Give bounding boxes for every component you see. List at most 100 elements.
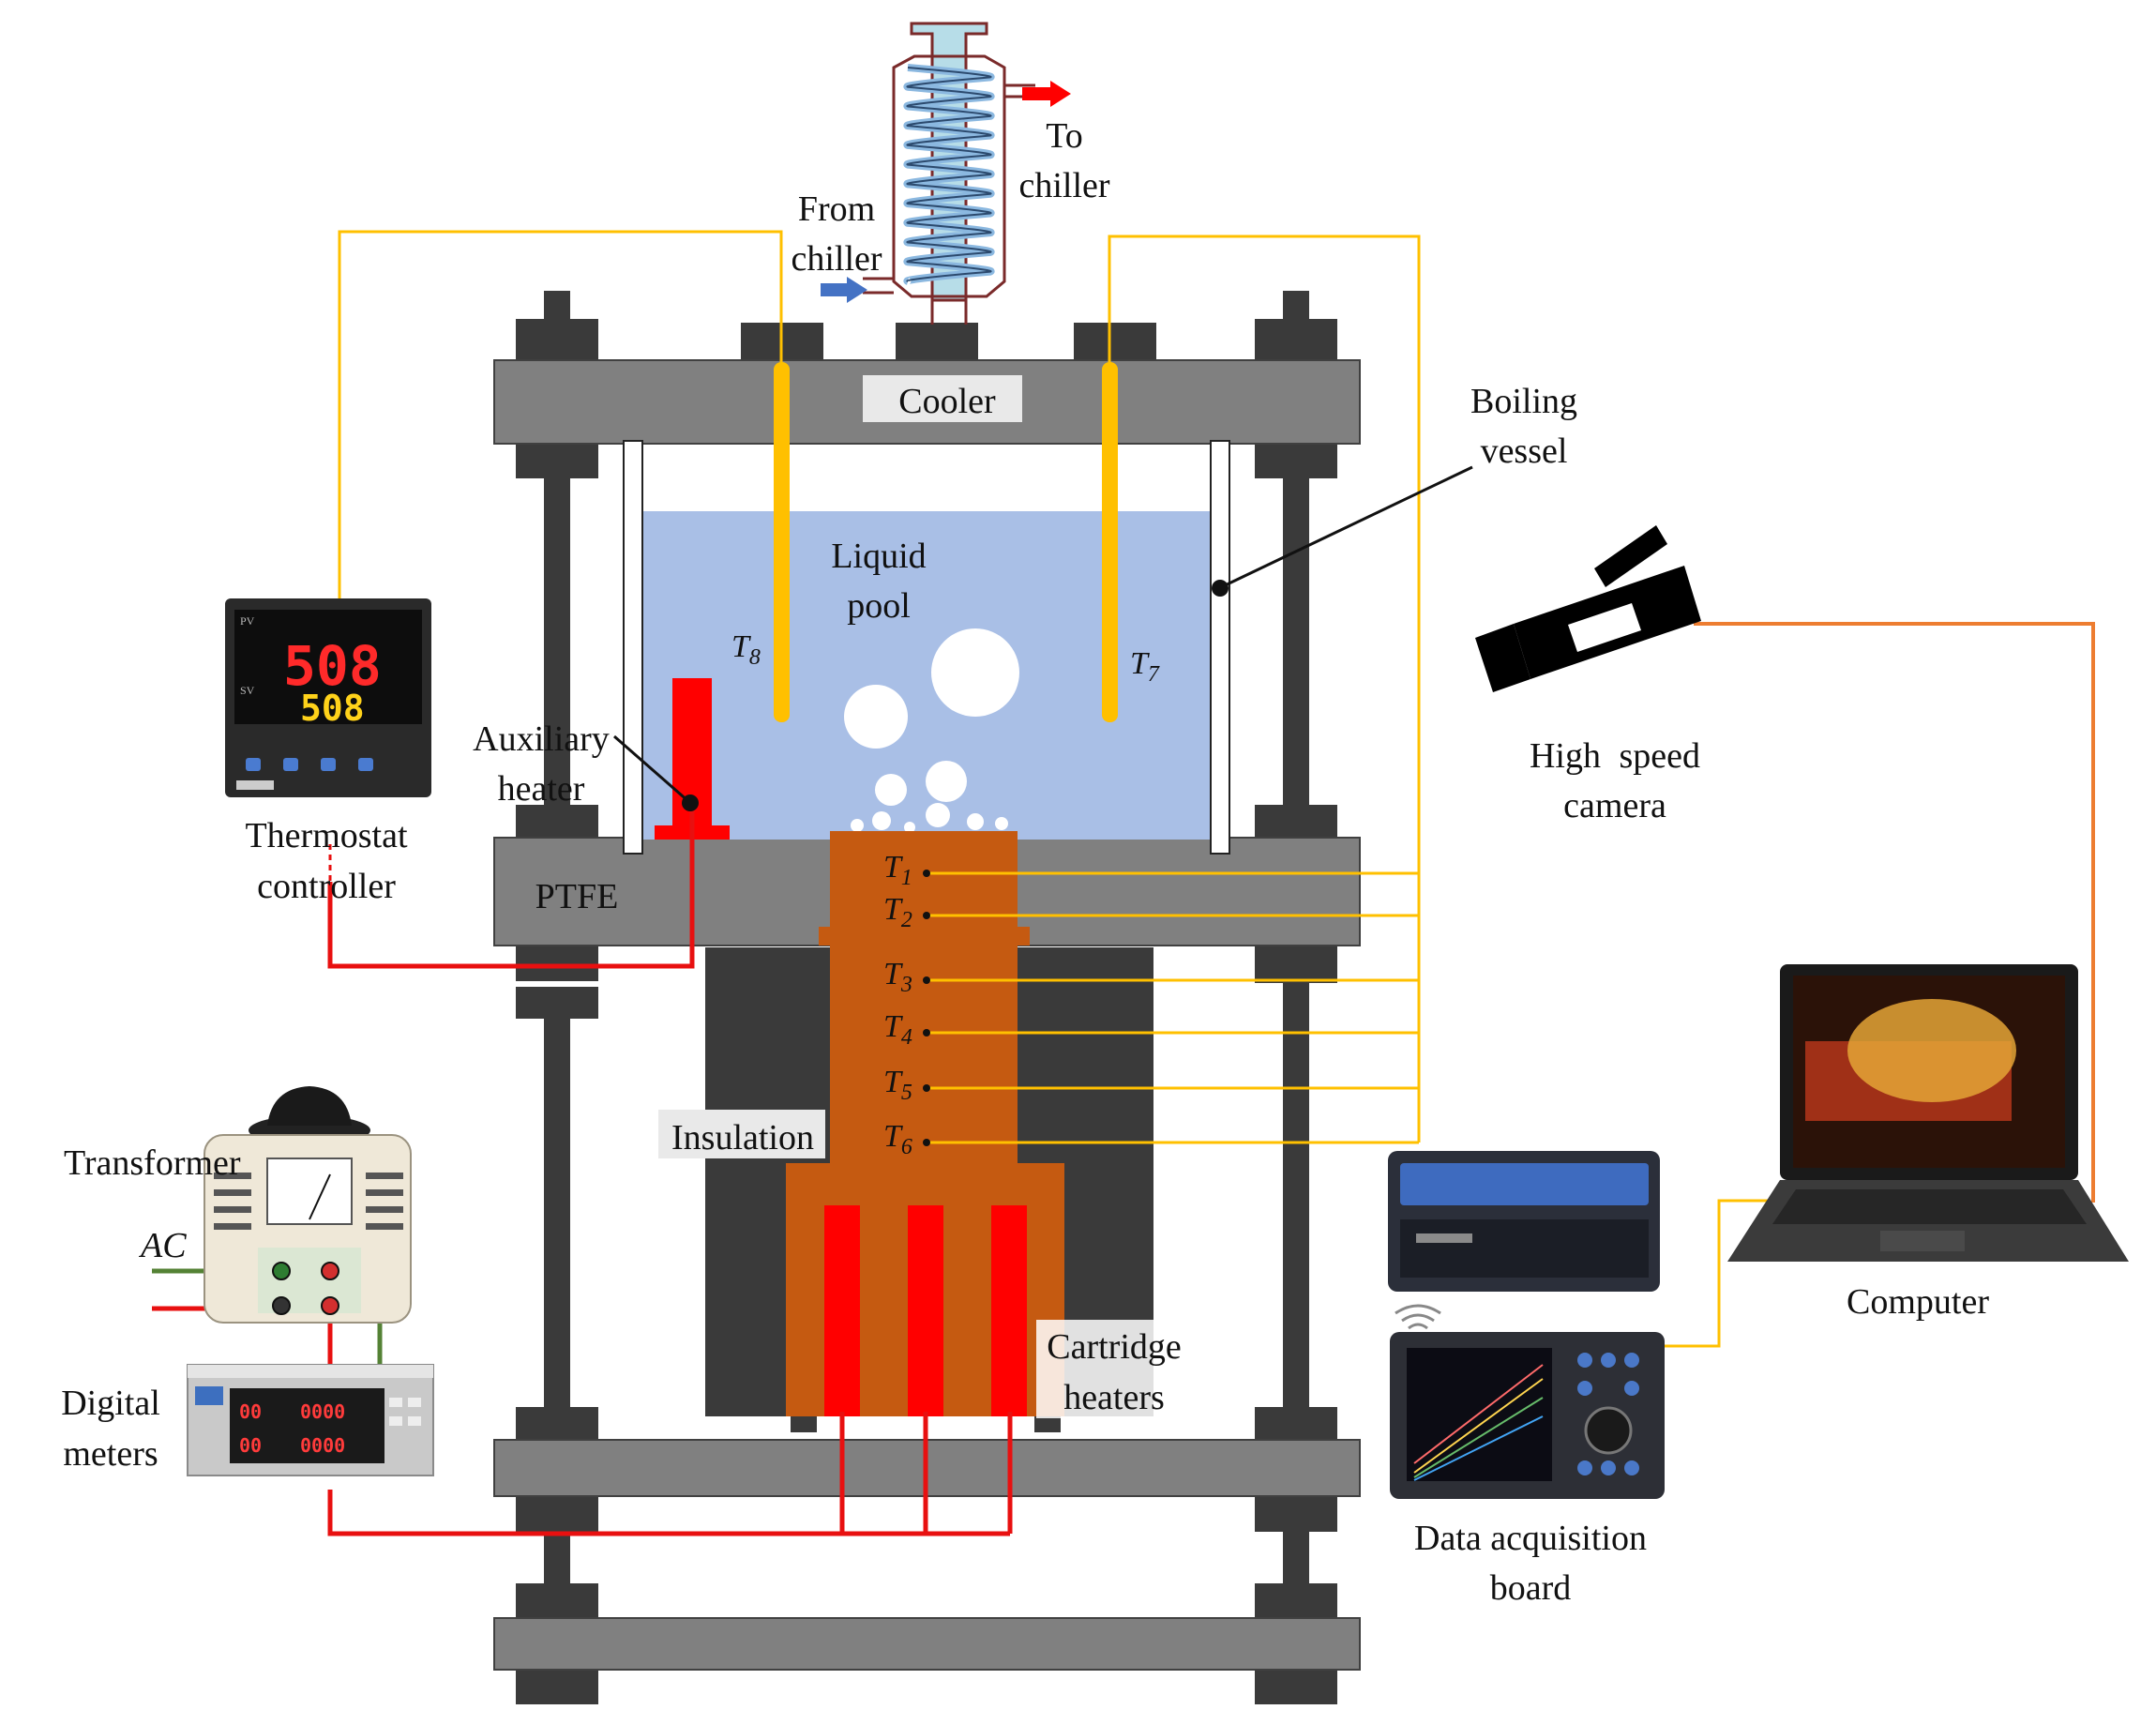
bubble xyxy=(844,685,908,749)
cartridge-label-bg xyxy=(1036,1320,1172,1418)
logger-key[interactable] xyxy=(1624,1460,1639,1475)
meter-button[interactable] xyxy=(408,1398,421,1407)
bubble xyxy=(967,813,984,830)
ac-label: AC xyxy=(138,1226,187,1265)
terminal-green-top[interactable] xyxy=(272,1262,291,1280)
thermostat-keypad xyxy=(246,758,373,771)
transformer-vents xyxy=(214,1173,403,1230)
nut xyxy=(1255,805,1337,839)
wire-t8-to-thermostat xyxy=(338,230,783,608)
nut xyxy=(516,1407,598,1441)
vent xyxy=(366,1173,403,1179)
trace xyxy=(1413,1397,1544,1478)
thermostat-key[interactable] xyxy=(358,758,373,771)
auxiliary-heater-label-1: Auxiliary xyxy=(473,719,610,759)
vapor-bubbles xyxy=(844,628,1019,833)
nut xyxy=(1255,443,1337,478)
trace xyxy=(1413,1415,1544,1481)
digital-meters-label-2: meters xyxy=(63,1434,158,1474)
boiling-vessel-leader xyxy=(1218,465,1473,590)
daq-indicator xyxy=(1416,1233,1472,1243)
thermocouple-label-t4: T4 xyxy=(883,1009,912,1050)
meter-reading-b: 0000 xyxy=(300,1400,345,1423)
meter-button[interactable] xyxy=(389,1416,402,1426)
copper-flange xyxy=(819,927,1030,946)
thermostat-key[interactable] xyxy=(321,758,336,771)
data-acquisition-label-2: board xyxy=(1490,1568,1572,1608)
auxiliary-heater-leader-dot xyxy=(682,794,699,811)
thermocouple-label-t1: T1 xyxy=(883,850,912,890)
terminal-red-top[interactable] xyxy=(321,1262,339,1280)
rod-tip-left xyxy=(546,291,568,321)
vent xyxy=(214,1206,251,1213)
laptop-computer xyxy=(1727,964,2129,1262)
logger-key[interactable] xyxy=(1624,1381,1639,1396)
bottom-plate-2 xyxy=(493,1617,1361,1671)
nut xyxy=(1255,1407,1337,1441)
laptop-keyboard xyxy=(1772,1189,2087,1224)
transformer-knob xyxy=(267,1086,352,1126)
vessel-wall-left xyxy=(623,440,643,855)
bubble xyxy=(872,811,891,830)
thermocouple-labels: T1 T2 T3 T4 T5 T6 T7 T8 xyxy=(731,629,1160,1159)
thermostat-sv-indicator: SV xyxy=(240,684,255,697)
transformer-label: Transformer xyxy=(64,1143,241,1183)
meter-button[interactable] xyxy=(408,1416,421,1426)
condenser-jacket xyxy=(892,54,1006,298)
wire-logger-to-computer xyxy=(1665,1199,1778,1348)
insulation-label: Insulation xyxy=(671,1118,814,1158)
nut xyxy=(1255,319,1337,360)
thermocouple-probe-t7 xyxy=(1102,362,1118,722)
vent xyxy=(366,1189,403,1196)
trace xyxy=(1413,1378,1544,1474)
logger-keypad xyxy=(1577,1353,1639,1475)
junction-dot xyxy=(923,1029,930,1037)
auxiliary-heater-label-2: heater xyxy=(498,769,585,809)
condenser-cap xyxy=(910,22,988,58)
thermocouple-label-t8: T8 xyxy=(731,629,761,670)
cartridge-heater xyxy=(824,1205,860,1416)
vent xyxy=(214,1223,251,1230)
junction-dot xyxy=(923,976,930,984)
terminal-black-bottom[interactable] xyxy=(272,1296,291,1315)
digital-meters: 00 0000 00 0000 xyxy=(187,1364,434,1476)
logger-key[interactable] xyxy=(1601,1460,1616,1475)
to-chiller-arrow xyxy=(1022,81,1071,107)
terminal-red-bottom[interactable] xyxy=(321,1296,339,1315)
auxiliary-heater-leader xyxy=(613,734,690,804)
camera-lens xyxy=(1475,624,1530,692)
logger-dial[interactable] xyxy=(1584,1406,1633,1455)
thermostat-pv-indicator: PV xyxy=(240,614,255,628)
vent xyxy=(214,1189,251,1196)
thermostat-key[interactable] xyxy=(283,758,298,771)
logger-key[interactable] xyxy=(1577,1353,1592,1368)
support-frame xyxy=(516,291,1337,1704)
meter-button[interactable] xyxy=(389,1398,402,1407)
bubble xyxy=(875,774,907,806)
thermocouple-label-t6: T6 xyxy=(883,1119,912,1159)
boiling-vessel-leader-dot xyxy=(1212,580,1229,597)
wire-t7-to-daq xyxy=(1108,235,1421,1142)
logger-key[interactable] xyxy=(1624,1353,1639,1368)
daq-front-panel xyxy=(1400,1219,1649,1278)
logger-key[interactable] xyxy=(1601,1353,1616,1368)
laptop-touchpad xyxy=(1880,1231,1965,1251)
boiling-vessel-label-2: vessel xyxy=(1481,431,1568,471)
camera-viewfinder xyxy=(1594,525,1667,587)
bubble xyxy=(851,819,864,832)
logger-key[interactable] xyxy=(1577,1460,1592,1475)
thermocouple-label-t7: T7 xyxy=(1130,646,1160,687)
thermostat-brand-badge xyxy=(236,780,274,790)
cartridge-heater xyxy=(908,1205,943,1416)
logger-key[interactable] xyxy=(1577,1381,1592,1396)
thermostat-label-2: controller xyxy=(257,867,396,906)
high-speed-camera-label-1: High speed xyxy=(1530,736,1700,776)
daq-terminal-strip xyxy=(1400,1163,1649,1205)
logger-traces xyxy=(1413,1364,1544,1481)
data-acquisition-label-1: Data acquisition xyxy=(1414,1519,1647,1558)
digital-meters-label-1: Digital xyxy=(61,1384,160,1423)
insulation-foot xyxy=(791,1412,817,1432)
meter-label-badge xyxy=(195,1386,223,1405)
thermostat-key[interactable] xyxy=(246,758,261,771)
boiling-vessel-label-1: Boiling xyxy=(1470,382,1577,421)
